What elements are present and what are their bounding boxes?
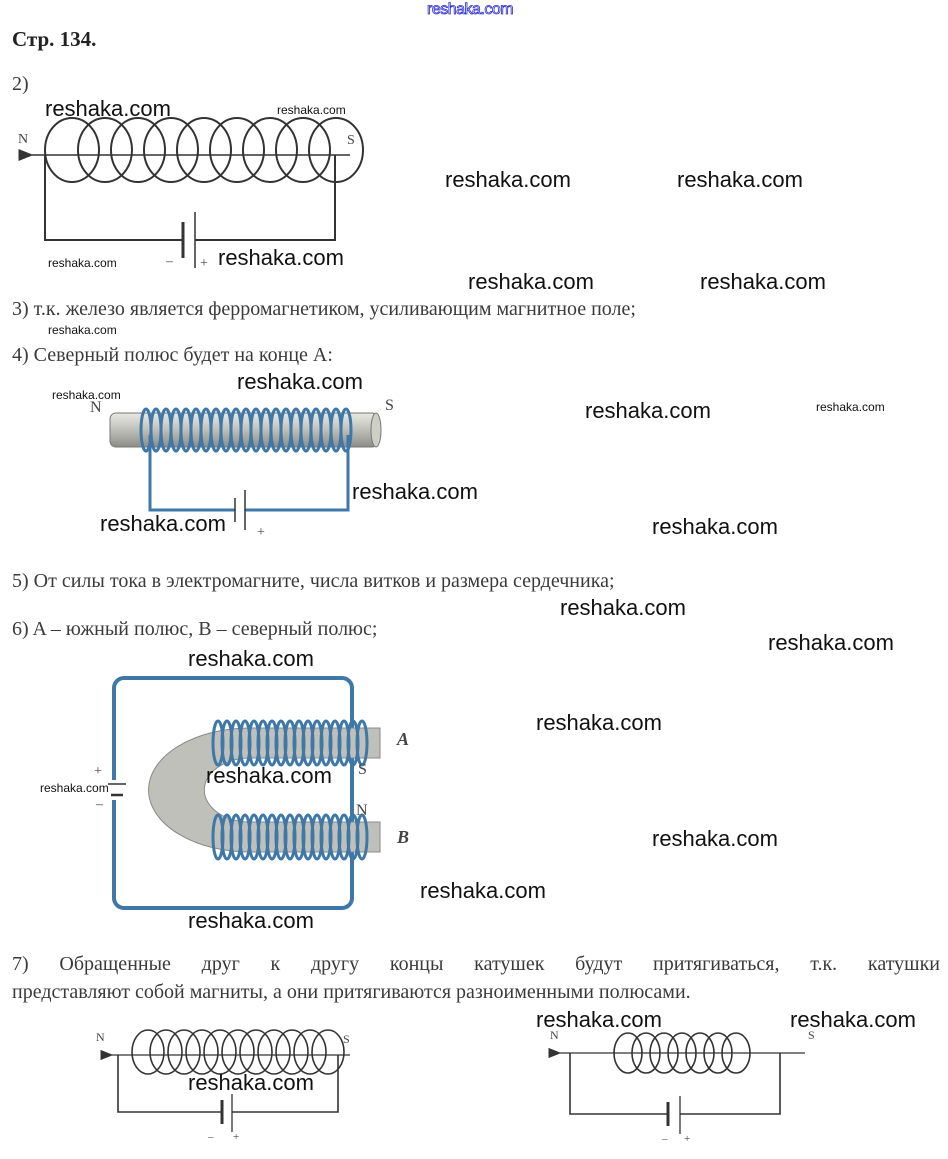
pole-n-5: N: [550, 1028, 559, 1042]
coil-loop: [176, 117, 232, 183]
item-7-line1: 7) Обращенные друг к другу концы катушек…: [12, 953, 940, 975]
pole-n-1: N: [18, 132, 29, 147]
coil-loop: [311, 1029, 345, 1075]
pole-n-2: N: [90, 399, 102, 416]
plus-4: +: [233, 1131, 240, 1143]
coil-loop: [339, 407, 353, 453]
watermark-small: reshaka.com: [48, 323, 117, 337]
coil-loop: [257, 1029, 291, 1075]
minus-4: –: [208, 1131, 214, 1143]
coil-loop: [355, 719, 369, 767]
coil-loop: [167, 1029, 201, 1075]
pole-s-5: S: [808, 1028, 815, 1042]
pole-s-2: S: [385, 397, 394, 414]
page-title: Стр. 134.: [12, 27, 97, 51]
pole-s-3: S: [358, 761, 367, 778]
item-7-line2: представляют собой магниты, а они притяг…: [12, 981, 691, 1003]
header-watermark: reshaka.com: [427, 1, 514, 19]
item-5: 5) От силы тока в электромагните, числа …: [12, 570, 615, 592]
pole-n-4: N: [96, 1030, 105, 1044]
coil-loop: [239, 1029, 273, 1075]
watermark: reshaka.com: [237, 369, 363, 394]
item-2: 2): [12, 73, 29, 95]
watermark: reshaka.com: [188, 908, 314, 933]
pole-s-4: S: [343, 1032, 350, 1046]
two-coils-diagram: [100, 1029, 805, 1134]
coil-loop: [131, 1029, 165, 1075]
watermark: reshaka.com: [420, 878, 546, 903]
watermark: reshaka.com: [218, 245, 344, 270]
end-b: B: [397, 827, 410, 847]
watermark: reshaka.com: [206, 763, 332, 788]
watermark: reshaka.com: [45, 96, 171, 121]
plus-2: +: [257, 525, 265, 540]
coil-loop: [149, 1029, 183, 1075]
watermark-small: reshaka.com: [52, 388, 121, 402]
watermark-small: reshaka.com: [40, 781, 109, 795]
watermark: reshaka.com: [188, 646, 314, 671]
coil-loop: [242, 117, 298, 183]
coil-loop: [275, 1029, 309, 1075]
coil-loop: [143, 117, 199, 183]
watermark: reshaka.com: [790, 1007, 916, 1032]
minus-1: –: [166, 254, 173, 269]
solenoid-diagram-1: [18, 117, 364, 268]
item-6: 6) A – южный полюс, B – северный полюс;: [12, 618, 378, 640]
coil-loop: [185, 1029, 219, 1075]
watermark: reshaka.com: [677, 167, 803, 192]
coil-loop: [355, 813, 369, 861]
watermark: reshaka.com: [352, 479, 478, 504]
pole-s-1: S: [347, 133, 355, 148]
watermark: reshaka.com: [585, 398, 711, 423]
watermark: reshaka.com: [536, 1007, 662, 1032]
watermark: reshaka.com: [560, 595, 686, 620]
coil-loop: [203, 1029, 237, 1075]
coil-loop: [275, 117, 331, 183]
electromagnet-rod-diagram: [109, 407, 382, 530]
plus-5: +: [684, 1133, 691, 1145]
coil-loop: [221, 1029, 255, 1075]
plus-3: +: [94, 764, 102, 779]
item-3: 3) т.к. железо является ферромагнетиком,…: [12, 298, 636, 320]
end-a: A: [397, 729, 410, 749]
coil-loop: [77, 117, 133, 183]
watermark: reshaka.com: [445, 167, 571, 192]
watermark: reshaka.com: [536, 710, 662, 735]
item-4: 4) Северный полюс будет на конце A:: [12, 344, 333, 366]
watermark: reshaka.com: [188, 1070, 314, 1095]
horseshoe-electromagnet-diagram: [104, 676, 381, 910]
watermark: reshaka.com: [768, 630, 894, 655]
watermark: reshaka.com: [700, 269, 826, 294]
watermark: reshaka.com: [100, 511, 226, 536]
watermark-small: reshaka.com: [816, 400, 885, 414]
coil-loop: [110, 117, 166, 183]
coil-loop: [209, 117, 265, 183]
pole-n-3: N: [356, 802, 368, 819]
minus-3: –: [96, 797, 103, 812]
watermark: reshaka.com: [652, 826, 778, 851]
watermark: reshaka.com: [652, 514, 778, 539]
minus-5: –: [662, 1133, 668, 1145]
coil-loop: [293, 1029, 327, 1075]
watermark-small: reshaka.com: [277, 103, 346, 117]
watermark: reshaka.com: [468, 269, 594, 294]
watermark-small: reshaka.com: [48, 256, 117, 270]
plus-1: +: [200, 256, 208, 271]
coil-loop: [44, 117, 100, 183]
